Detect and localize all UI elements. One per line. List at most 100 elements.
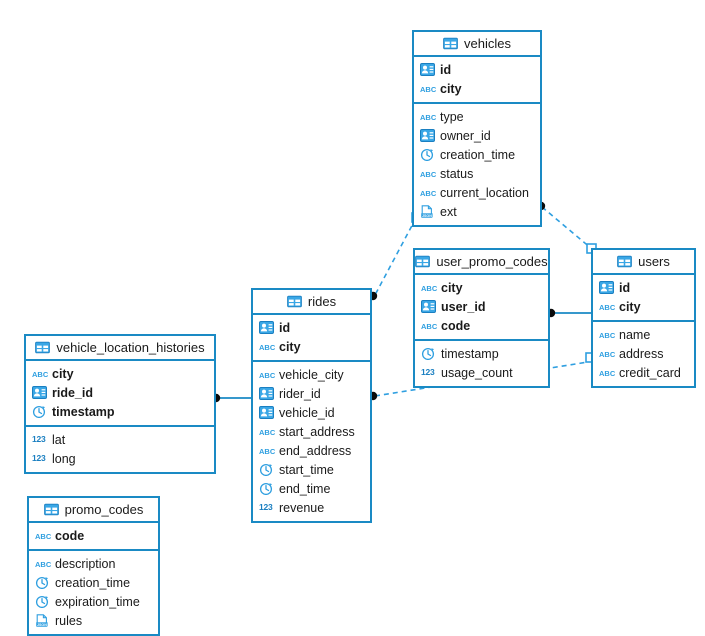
abc-text-icon: ABC (259, 343, 276, 352)
edge-vehicle_location_histories-rides (211, 393, 251, 403)
field-row[interactable]: vehicle_id (253, 403, 370, 422)
table-header[interactable]: user_promo_codes (415, 250, 548, 275)
abc-text-icon: ABC (420, 189, 437, 198)
abc-text-icon: ABC (420, 170, 437, 179)
field-name: type (440, 109, 464, 124)
field-row[interactable]: end_time (253, 479, 370, 498)
field-row[interactable]: id (414, 60, 540, 79)
field-row[interactable]: id (593, 278, 694, 297)
abc-text-icon: ABC (420, 113, 437, 122)
table-name: promo_codes (64, 502, 144, 517)
123-number-icon: 123 (32, 434, 46, 444)
field-name: user_id (441, 299, 486, 314)
field-row[interactable]: timestamp (26, 402, 214, 421)
abc-text-icon: ABC (599, 303, 616, 312)
field-row[interactable]: start_time (253, 460, 370, 479)
table-header[interactable]: rides (253, 290, 370, 315)
clock-icon (420, 148, 435, 161)
field-name: city (619, 299, 641, 314)
field-name: city (441, 280, 463, 295)
abc-text-icon: ABC (599, 331, 616, 340)
field-row[interactable]: creation_time (414, 145, 540, 164)
abc-text-icon: ABC (421, 284, 438, 293)
field-name: description (55, 556, 116, 571)
table-name: user_promo_codes (436, 254, 548, 269)
table-header[interactable]: vehicles (414, 32, 540, 57)
field-name: start_address (279, 424, 355, 439)
table-header[interactable]: users (593, 250, 694, 275)
field-name: creation_time (55, 575, 131, 590)
field-name: code (441, 318, 471, 333)
table-header[interactable]: vehicle_location_histories (26, 336, 214, 361)
abc-text-icon: ABC (259, 428, 276, 437)
clock-icon (421, 347, 436, 360)
field-row[interactable]: creation_time (29, 573, 158, 592)
table-name: vehicle_location_histories (56, 340, 205, 355)
field-name: usage_count (441, 365, 513, 380)
field-row[interactable]: ride_id (26, 383, 214, 402)
field-row[interactable]: owner_id (414, 126, 540, 145)
abc-text-icon: ABC (421, 322, 438, 331)
table-header[interactable]: promo_codes (29, 498, 158, 523)
field-row[interactable]: expiration_time (29, 592, 158, 611)
field-name: code (55, 528, 85, 543)
json-file-icon: JSON (35, 614, 50, 627)
field-name: vehicle_id (279, 405, 335, 420)
field-name: start_time (279, 462, 334, 477)
field-name: current_location (440, 185, 529, 200)
table-name: users (638, 254, 670, 269)
field-name: vehicle_city (279, 367, 344, 382)
id-badge-icon (421, 300, 436, 313)
123-number-icon: 123 (32, 453, 46, 463)
field-name: rider_id (279, 386, 321, 401)
abc-text-icon: ABC (599, 369, 616, 378)
table-grid-icon (43, 503, 59, 516)
field-row[interactable]: id (253, 318, 370, 337)
table-name: rides (307, 294, 337, 309)
field-row[interactable]: 123 long (26, 449, 214, 468)
field-row[interactable]: user_id (415, 297, 548, 316)
id-badge-icon (259, 387, 274, 400)
field-name: long (52, 451, 76, 466)
field-name: end_time (279, 481, 331, 496)
field-row[interactable]: rider_id (253, 384, 370, 403)
field-name: expiration_time (55, 594, 140, 609)
abc-text-icon: ABC (259, 447, 276, 456)
field-row[interactable]: timestamp (415, 344, 548, 363)
